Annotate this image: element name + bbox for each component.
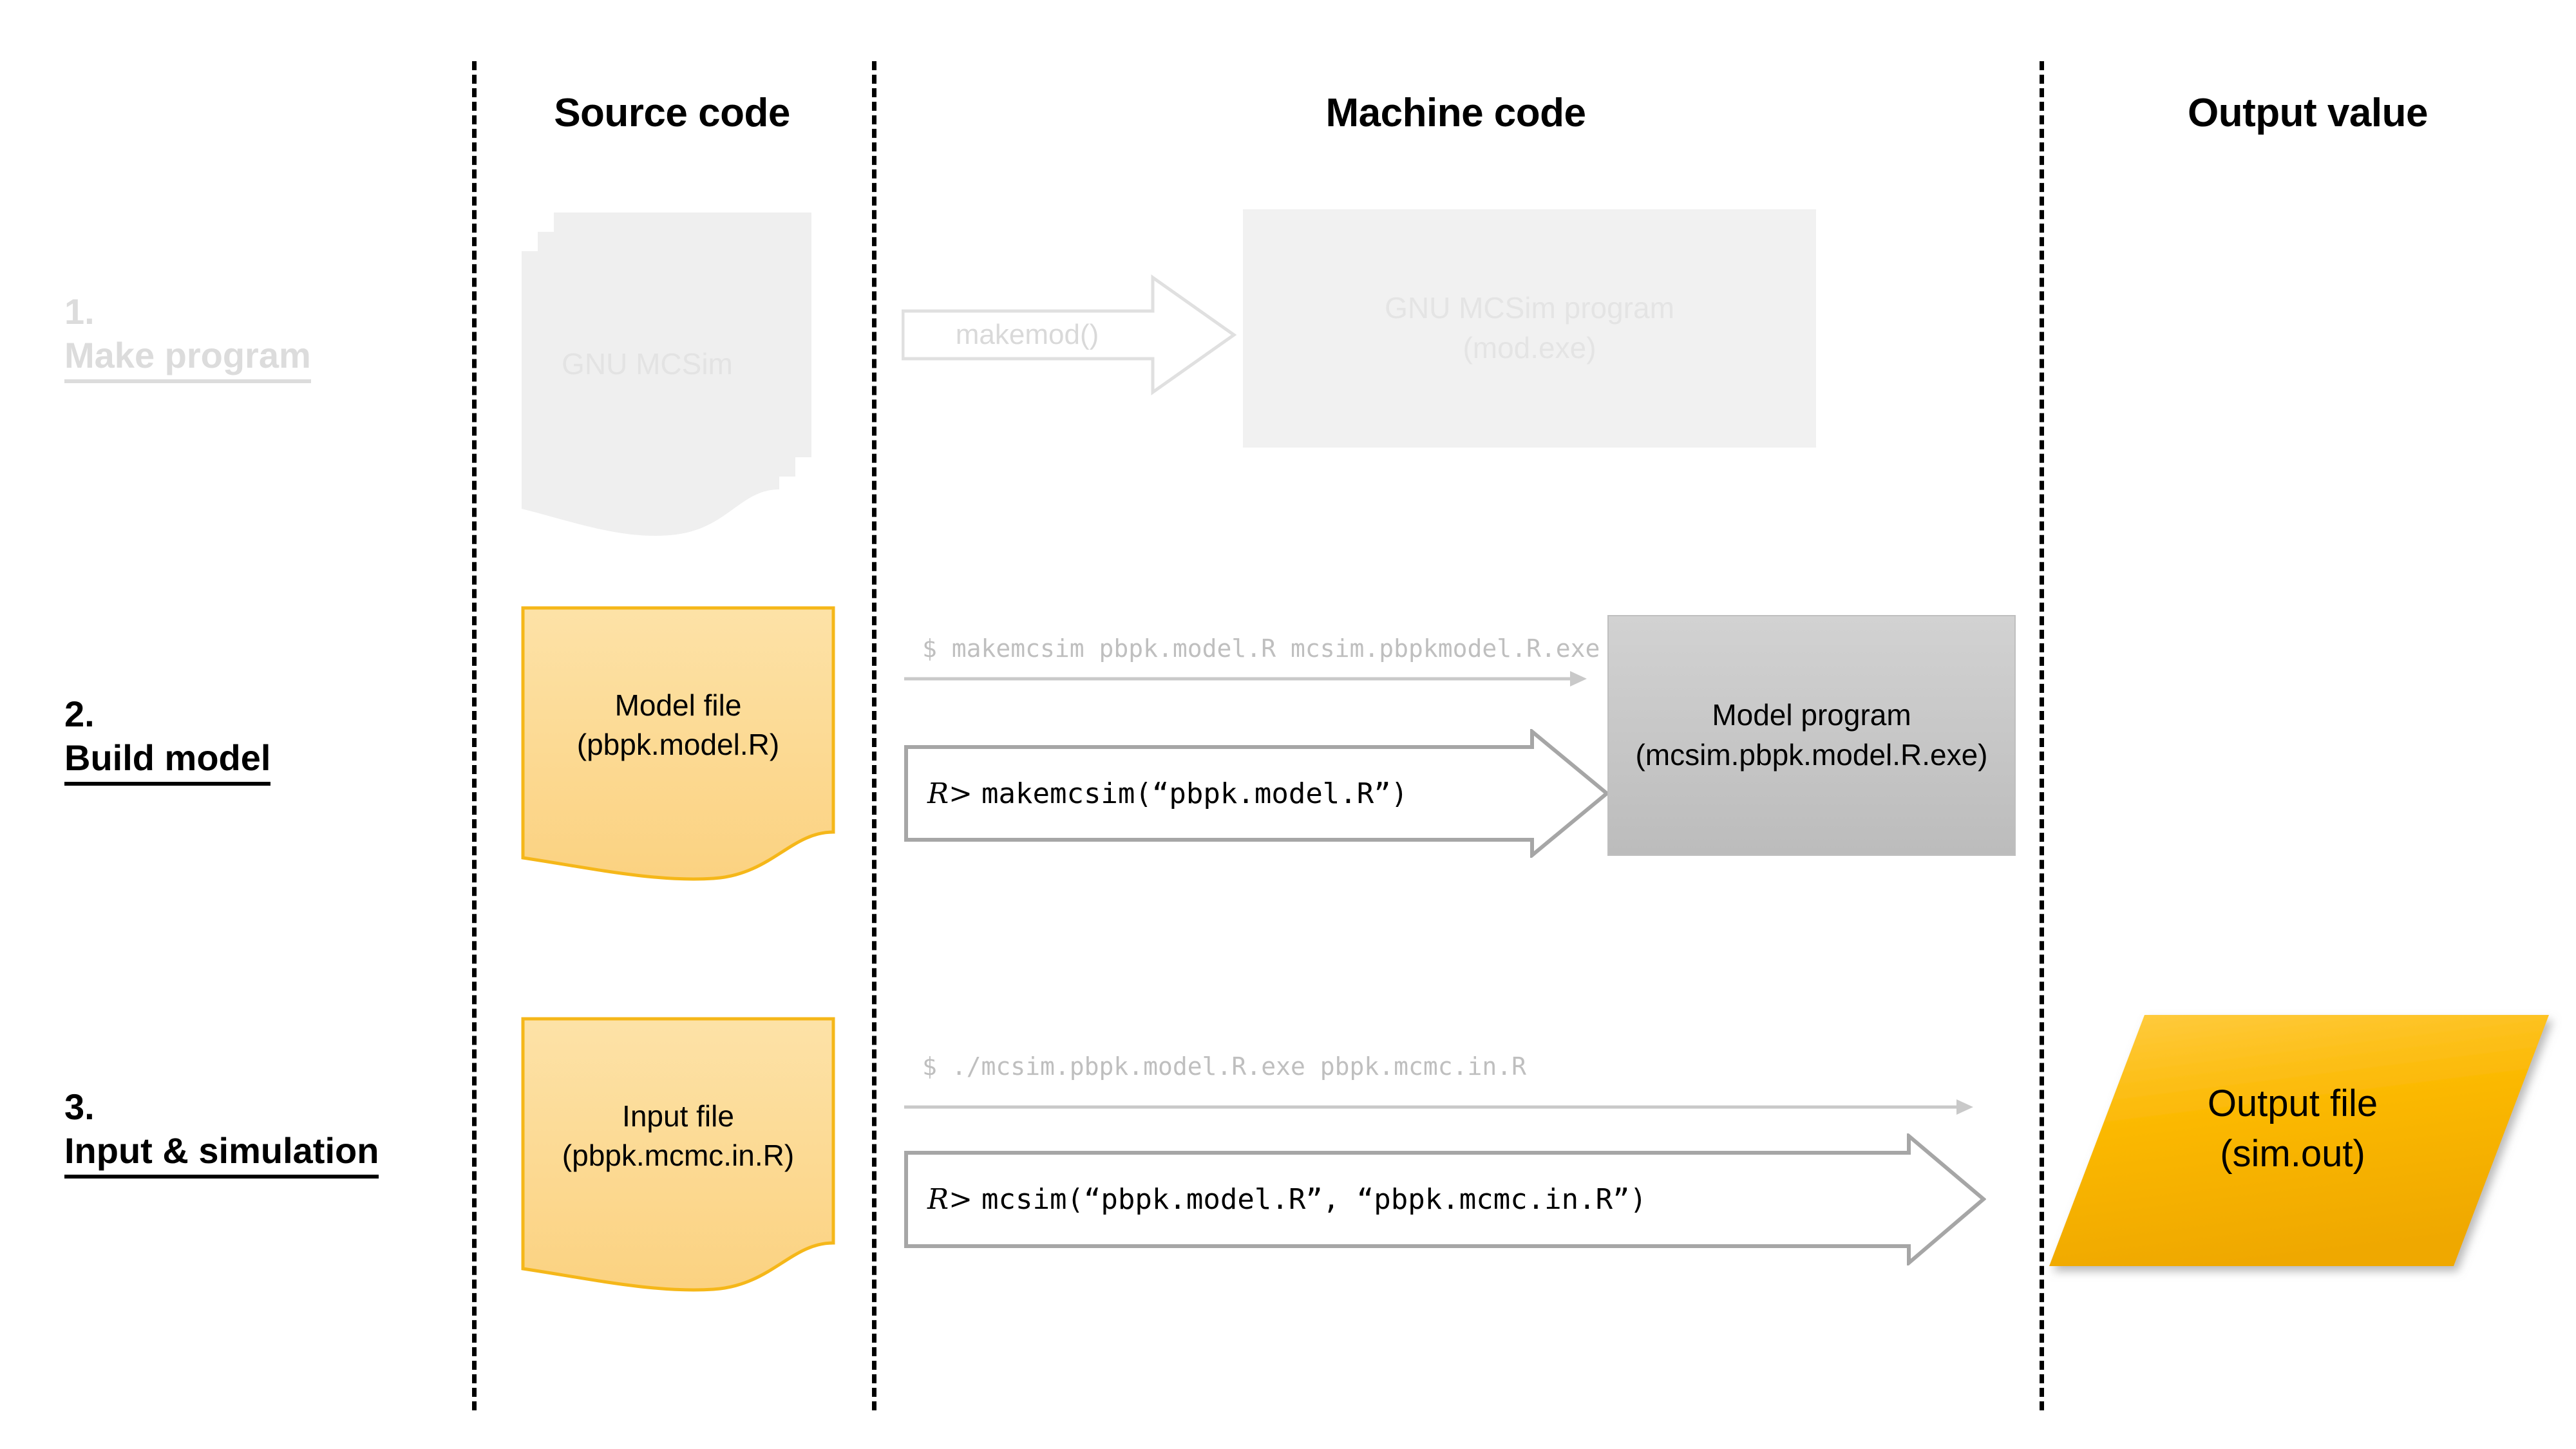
shell-command-makemcsim: $ makemcsim pbpk.model.R mcsim.pbpkmodel… <box>922 634 1600 663</box>
makemcsim-arrow-label: R> makemcsim(“pbpk.model.R”) <box>927 729 1408 858</box>
model-program-line2: (mcsim.pbpk.model.R.exe) <box>1635 738 1988 772</box>
model-program-line1: Model program <box>1712 698 1911 732</box>
mcsim-block-arrow <box>904 1133 1986 1265</box>
stage-label-2: 2. Build model <box>64 692 271 786</box>
r-command-simulate: mcsim(“pbpk.model.R”, “pbpk.mcmc.in.R”) <box>981 1183 1647 1216</box>
machine-box-gnu-mcsim-program: GNU MCSim program (mod.exe) <box>1243 209 1816 448</box>
stage-number-3: 3. <box>64 1086 95 1127</box>
output-file-parallelogram <box>2048 1011 2550 1282</box>
r-prompt-simulate: R> <box>927 1183 972 1216</box>
machine-box-line1: GNU MCSim program <box>1385 291 1674 325</box>
column-header-machine-code: Machine code <box>1325 91 1587 135</box>
column-header-output-value: Output value <box>2188 91 2428 135</box>
divider-left-labels <box>472 61 477 1410</box>
stage-name-1: Make program <box>64 334 311 383</box>
stage-label-1: 1. Make program <box>64 290 311 383</box>
r-command-build: makemcsim(“pbpk.model.R”) <box>981 777 1408 810</box>
machine-box-model-program: Model program (mcsim.pbpk.model.R.exe) <box>1607 615 2016 856</box>
divider-machine-output <box>2040 61 2044 1410</box>
shell-flow-arrow-build <box>904 670 1587 688</box>
source-doc-input-file <box>520 1016 836 1293</box>
stage-number-2: 2. <box>64 694 95 734</box>
stage-number-1: 1. <box>64 291 95 332</box>
makemod-block-arrow <box>902 274 1236 396</box>
stage-label-3: 3. Input & simulation <box>64 1085 379 1179</box>
shell-flow-arrow-simulate <box>904 1098 1973 1116</box>
stage-name-3: Input & simulation <box>64 1129 379 1179</box>
source-doc-model-file <box>520 605 836 882</box>
makemod-label-text: makemod() <box>955 319 1099 350</box>
divider-source-machine <box>872 61 876 1410</box>
mcsim-arrow-label: R> mcsim(“pbpk.model.R”, “pbpk.mcmc.in.R… <box>927 1133 1647 1265</box>
stage-name-2: Build model <box>64 736 271 786</box>
r-prompt-build: R> <box>927 777 972 810</box>
makemod-arrow-label: makemod() <box>902 274 1153 396</box>
makemcsim-block-arrow <box>904 729 1609 858</box>
machine-box-line2: (mod.exe) <box>1463 331 1596 365</box>
shell-command-mcsim-exe: $ ./mcsim.pbpk.model.R.exe pbpk.mcmc.in.… <box>922 1052 1526 1081</box>
source-doc-stack-gnu-mcsim <box>515 206 811 541</box>
column-header-source-code: Source code <box>554 91 790 135</box>
